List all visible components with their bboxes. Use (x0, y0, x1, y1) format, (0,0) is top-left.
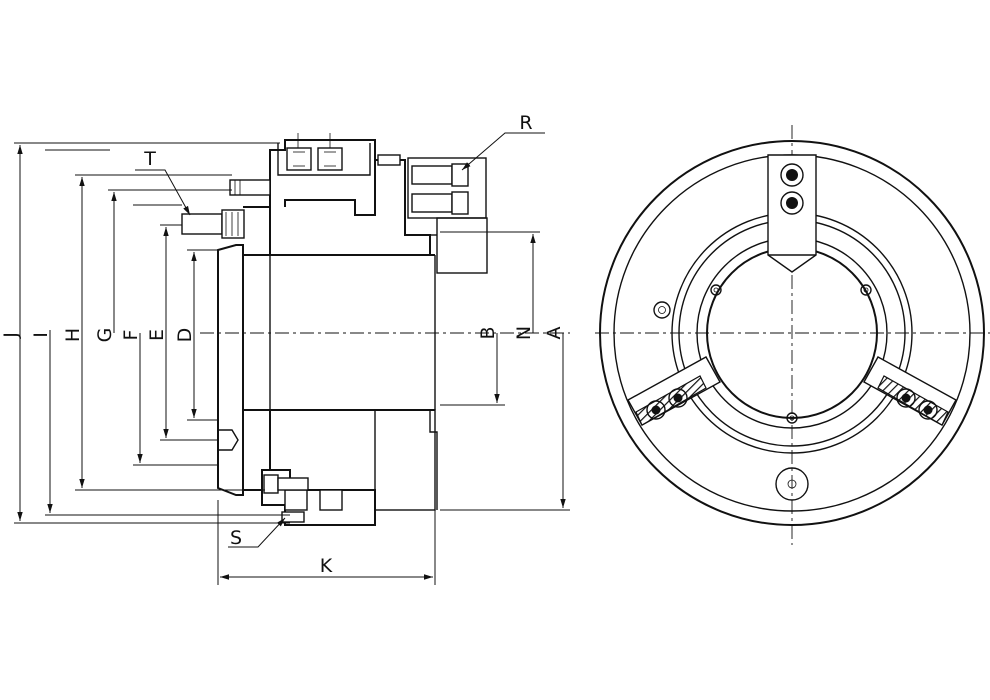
upper-screw (229, 179, 271, 196)
outer-ring (599, 140, 985, 526)
upper-housing (269, 139, 376, 216)
extension-lines (14, 142, 570, 524)
top-bolt-2 (780, 191, 804, 215)
body-upper-flange (243, 206, 271, 256)
t-bolt (181, 213, 223, 235)
small-block (377, 154, 401, 166)
label-T: T (143, 148, 156, 170)
upper-bolt-1 (286, 147, 312, 171)
r-bolt-2 (411, 193, 453, 213)
label-B: B (477, 326, 499, 339)
label-E: E (146, 329, 168, 341)
lower-bolt-2 (319, 489, 343, 511)
label-D: D (174, 328, 196, 343)
s-screw (281, 511, 305, 523)
upper-bolt-2 (317, 147, 343, 171)
upper-housing-inner (277, 143, 371, 176)
leader-R (461, 132, 545, 171)
label-I: I (30, 332, 52, 338)
label-N: N (513, 326, 535, 340)
r-lower-block (436, 217, 488, 274)
lower-screw-shank (277, 477, 309, 491)
lower-right-block (374, 409, 436, 511)
plug (217, 429, 239, 451)
label-H: H (62, 328, 84, 342)
front-face (217, 244, 244, 496)
hole-ul (710, 284, 722, 296)
label-S: S (230, 527, 242, 549)
label-K: K (320, 555, 333, 577)
t-bolt-head (221, 209, 245, 239)
leader-S (228, 517, 286, 548)
top-bolt-1 (780, 163, 804, 187)
lower-right-step (415, 409, 438, 510)
side-view: J I H G F E D B N A K R T S (0, 112, 570, 585)
lower-screw (263, 474, 279, 494)
leader-T (135, 169, 191, 216)
lower-housing (261, 469, 376, 526)
bottom-port (775, 467, 809, 501)
left-jaw (627, 356, 721, 426)
r-bolt-1 (411, 165, 453, 185)
right-jaw (863, 356, 957, 426)
label-J: J (0, 332, 22, 339)
label-R: R (519, 112, 532, 134)
r-bolt-head-2 (451, 191, 469, 215)
hole-ur (860, 284, 872, 296)
label-F: F (120, 330, 142, 341)
hole-left (653, 301, 671, 319)
label-G: G (94, 328, 116, 343)
lower-bolt-1 (284, 489, 308, 511)
hole-bottom (786, 412, 798, 424)
label-A: A (543, 327, 565, 340)
front-view (595, 125, 990, 545)
